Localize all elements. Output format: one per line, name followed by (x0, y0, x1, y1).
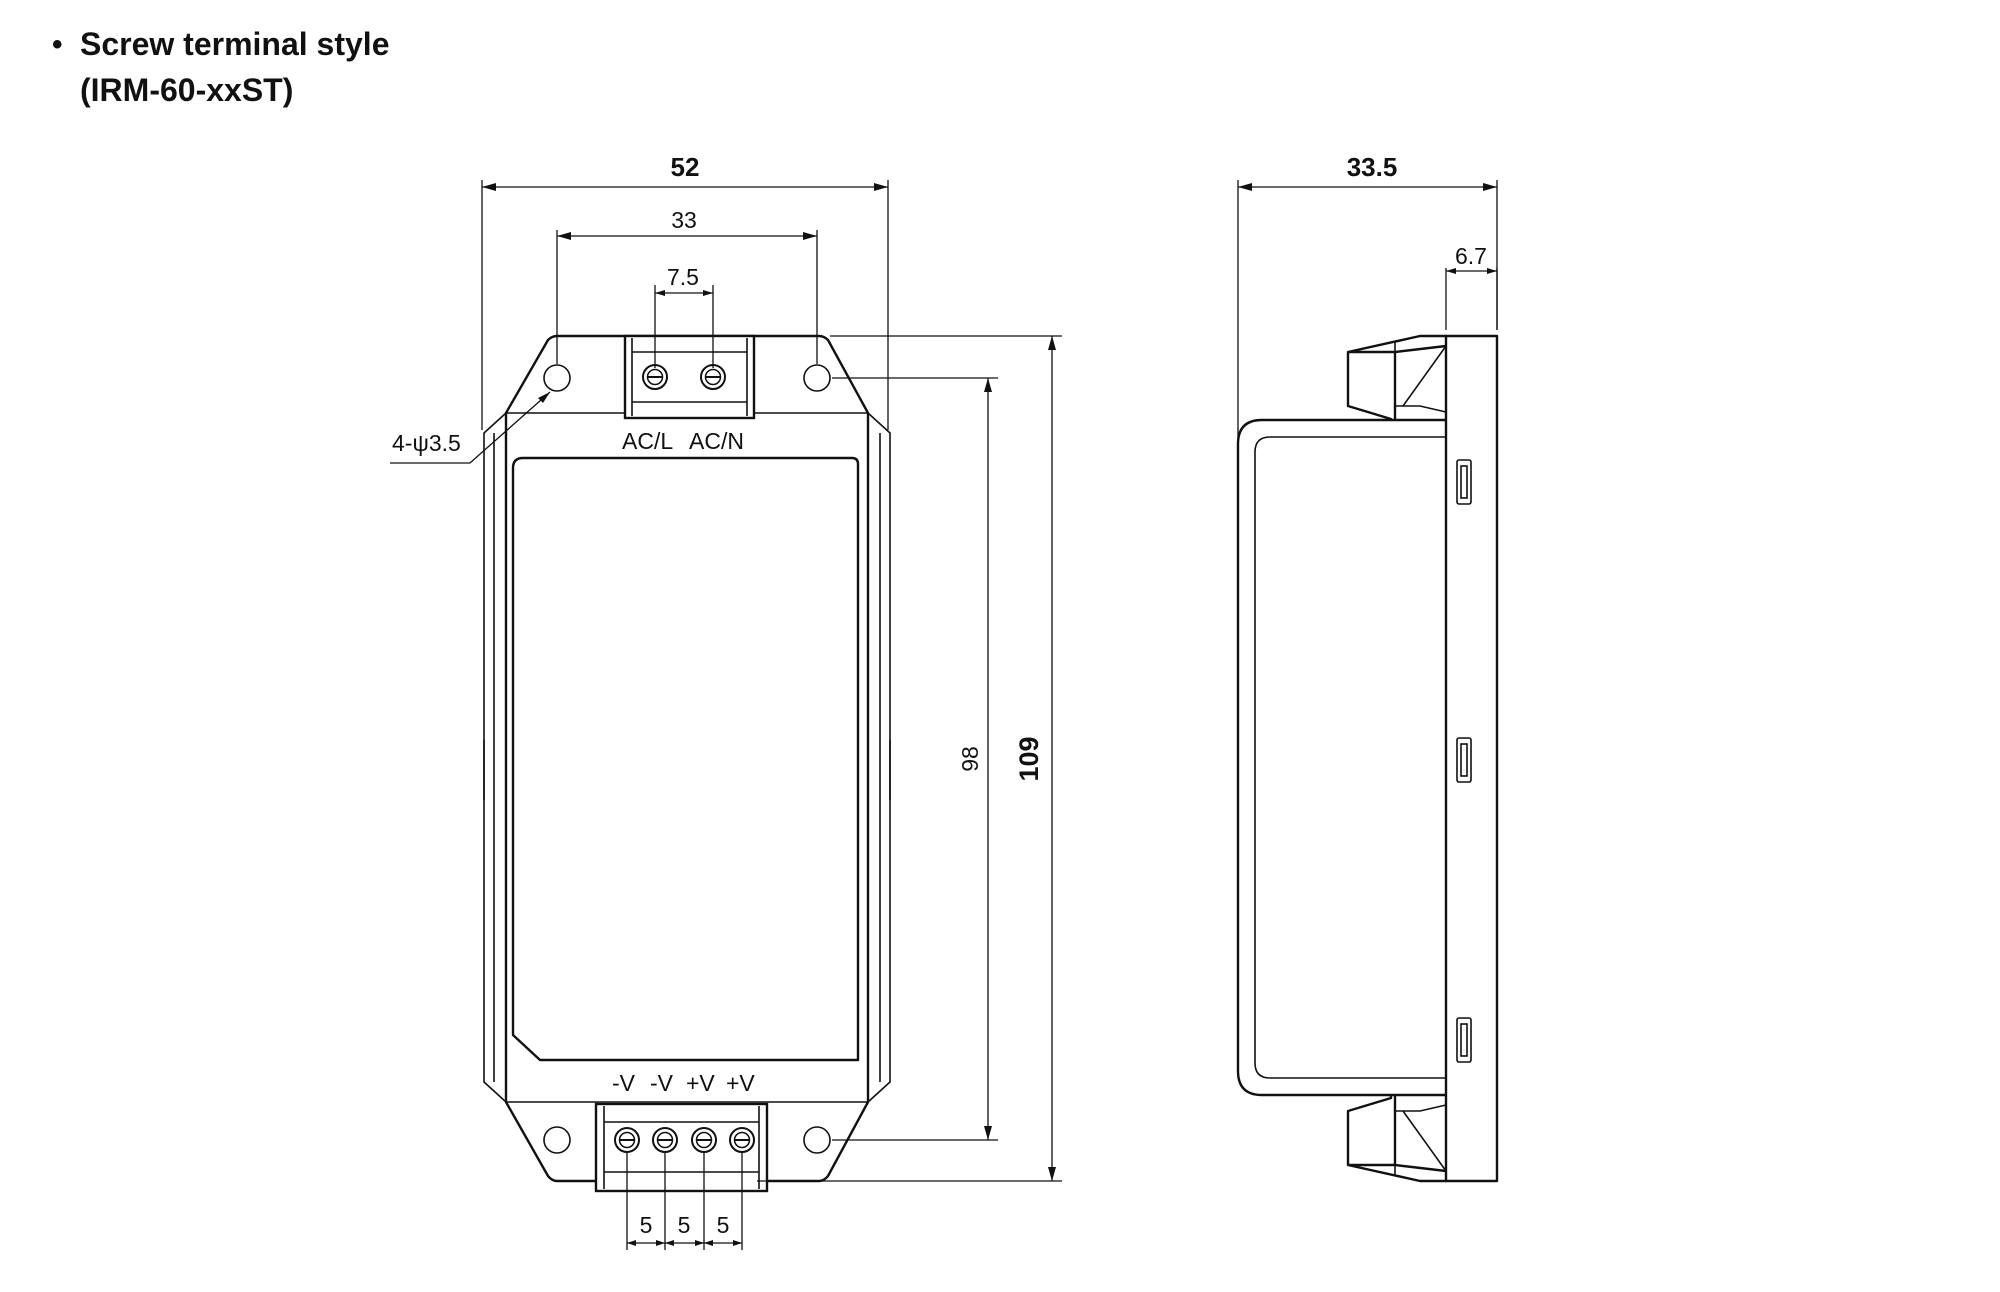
heading-model: (IRM-60-xxST) (80, 72, 293, 108)
side-slot-middle (1456, 737, 1472, 783)
dim-hole-spacing-33-text: 33 (671, 207, 697, 233)
dim-pitch-5-a: 5 (640, 1212, 653, 1238)
side-top-terminal-detail (1394, 335, 1447, 413)
terminal-label-v-minus-2: -V (650, 1070, 674, 1096)
dim-hole-spacing-33: 33 (556, 207, 818, 364)
terminal-label-v-minus-1: -V (612, 1070, 636, 1096)
side-top-terminal (1346, 334, 1447, 421)
front-view: AC/L AC/N (390, 152, 1062, 1250)
side-view: 33.5 6.7 (1236, 152, 1499, 1183)
mounting-holes (543, 364, 831, 1154)
front-housing-outline (504, 334, 870, 1183)
heading-bullet: • (52, 28, 63, 61)
dim-depth-33-5: 33.5 (1237, 152, 1498, 440)
dim-hole-vertical-98-text: 98 (957, 746, 983, 772)
mounting-hole-bottom-right (803, 1126, 831, 1154)
side-bottom-terminal-detail (1394, 1104, 1447, 1182)
hole-callout-arrow (538, 392, 550, 403)
dim-terminal-pitch-7-5-text: 7.5 (667, 264, 699, 290)
dim-depth-33-5-text: 33.5 (1347, 152, 1398, 182)
heading: • Screw terminal style (IRM-60-xxST) (52, 26, 389, 108)
hole-callout-leader (390, 391, 551, 464)
front-edge-ticks (483, 740, 891, 800)
dim-terminal-pitch-bottom: 5 5 5 (626, 1152, 743, 1250)
dim-width-52-text: 52 (671, 152, 700, 182)
dim-width-52: 52 (481, 152, 889, 430)
input-terminal-detail (631, 338, 748, 416)
side-body-inner-outline (1254, 436, 1446, 1079)
hole-callout-text: 4-ψ3.5 (392, 430, 461, 456)
side-slots (1456, 459, 1472, 1063)
dim-pitch-5-b: 5 (678, 1212, 691, 1238)
input-terminal-block (623, 334, 756, 420)
terminal-label-v-plus-1: +V (686, 1070, 715, 1096)
output-terminal-detail (603, 1106, 760, 1189)
dim-pitch-5-c: 5 (717, 1212, 730, 1238)
dim-terminal-pitch-7-5: 7.5 (654, 264, 714, 368)
terminal-label-ac-l: AC/L (622, 428, 673, 454)
side-body-outline (1236, 418, 1446, 1097)
dim-hole-vertical-98: 98 (832, 377, 998, 1141)
input-screw-2 (700, 364, 726, 390)
mounting-hole-top-left (543, 364, 571, 392)
side-slot-bottom (1456, 1017, 1472, 1063)
front-label-panel (511, 456, 860, 1062)
output-screw-3 (691, 1127, 717, 1153)
terminal-label-ac-n: AC/N (689, 428, 744, 454)
side-base-plate (1444, 334, 1499, 1183)
front-body-inner-outline (483, 412, 891, 1103)
side-slot-top (1456, 459, 1472, 505)
dim-height-109-text: 109 (1014, 736, 1044, 781)
dim-height-109: 109 (757, 335, 1062, 1182)
mounting-hole-bottom-left (543, 1126, 571, 1154)
mounting-hole-top-right (803, 364, 831, 392)
output-terminal-block (594, 1102, 769, 1193)
dim-flange-6-7: 6.7 (1445, 243, 1498, 330)
output-screw-2 (652, 1127, 678, 1153)
heading-title: Screw terminal style (80, 26, 389, 62)
output-screw-1 (614, 1127, 640, 1153)
input-screw-1 (642, 364, 668, 390)
dim-flange-6-7-text: 6.7 (1455, 243, 1487, 269)
front-body-side-lines (493, 412, 881, 1103)
output-screw-4 (729, 1127, 755, 1153)
terminal-label-v-plus-2: +V (726, 1070, 755, 1096)
